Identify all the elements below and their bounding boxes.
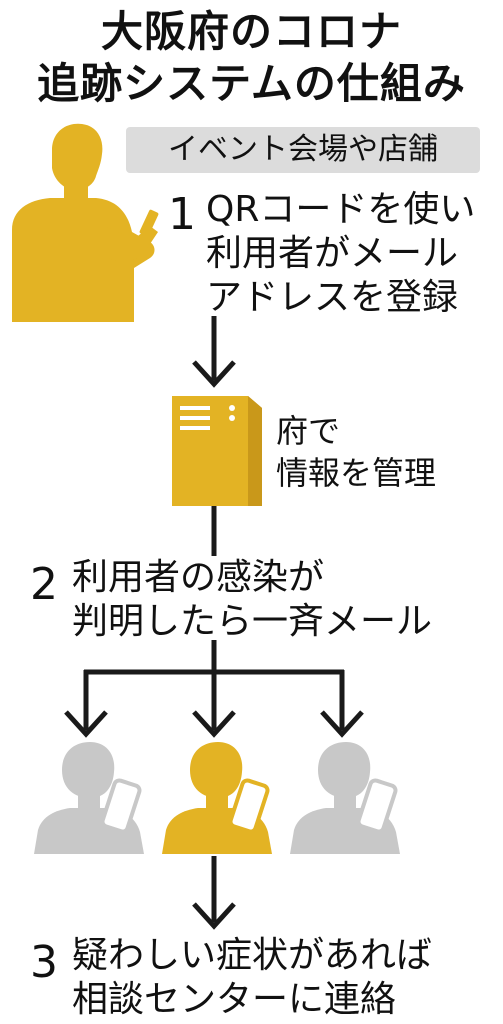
step-2-number: 2 xyxy=(30,559,58,610)
step-3-text-line-1: 疑わしい症状があれば xyxy=(72,935,433,976)
arrow-to-server xyxy=(192,316,236,388)
step-1-number: 1 xyxy=(168,189,196,240)
step-3-text-line-2: 相談センターに連絡 xyxy=(72,979,397,1020)
step-1-text-line-1: QRコードを使い xyxy=(206,189,476,230)
step-3-number: 3 xyxy=(30,937,58,988)
title-line-2: 追跡システムの仕組み xyxy=(37,59,466,108)
server-label-line-1: 府で xyxy=(276,412,341,450)
arrow-to-consult xyxy=(192,856,236,930)
infected-person-icon xyxy=(162,742,272,854)
server-icon xyxy=(172,396,262,506)
step-1-text-line-3: アドレスを登録 xyxy=(206,277,459,318)
server-label-line-2: 情報を管理 xyxy=(276,454,437,492)
title-line-1: 大阪府のコロナ xyxy=(100,7,402,56)
gray-person-icon xyxy=(34,742,144,854)
person-with-phone-icon xyxy=(12,123,159,322)
branch-connector xyxy=(64,506,364,738)
step-2-text-line-1: 利用者の感染が xyxy=(72,557,325,598)
venue-badge: イベント会場や店舗 xyxy=(126,127,480,173)
gray-person-icon xyxy=(290,742,400,854)
step-1-text-line-2: 利用者がメール xyxy=(206,233,459,274)
step-2-text-line-2: 判明したら一斉メール xyxy=(72,601,433,642)
